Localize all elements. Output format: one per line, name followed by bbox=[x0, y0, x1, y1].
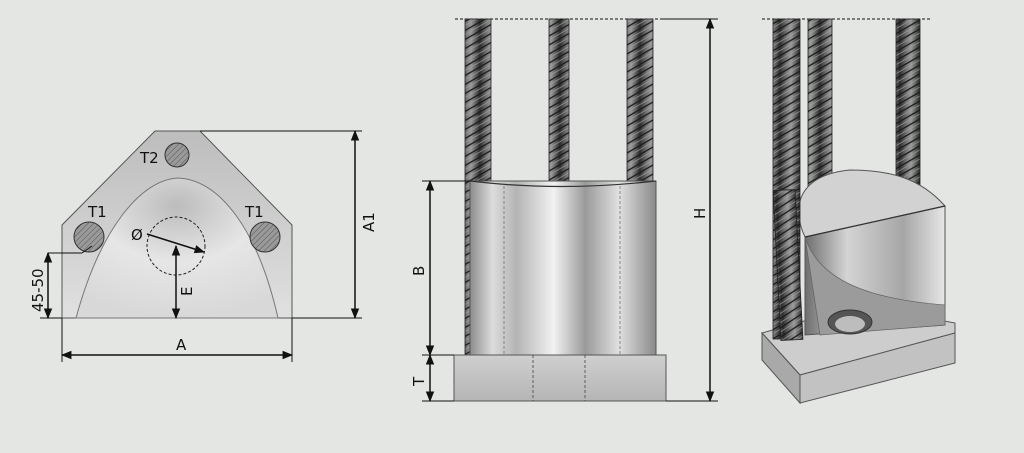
diameter-leader bbox=[146, 233, 206, 254]
label-a1: A1 bbox=[360, 212, 378, 232]
label-t: T bbox=[410, 376, 428, 387]
label-h: H bbox=[691, 208, 709, 219]
iso-view bbox=[761, 18, 956, 405]
cylinder-top-edge bbox=[469, 180, 657, 188]
rebar-t2-section bbox=[164, 142, 190, 168]
label-a: A bbox=[176, 336, 187, 354]
base-block bbox=[453, 354, 667, 402]
label-t1-left: T1 bbox=[87, 203, 107, 221]
top-view: T2 T1 T1 Ø E 45-50 A A1 bbox=[29, 129, 378, 362]
label-t2: T2 bbox=[139, 149, 159, 167]
cylinder-body bbox=[469, 180, 657, 356]
iso-hole-inner bbox=[835, 316, 865, 332]
rebar-t1-right-section bbox=[249, 221, 281, 253]
iso-rebar-front-lower bbox=[772, 189, 804, 341]
label-t1-right: T1 bbox=[244, 203, 264, 221]
iso-base-side bbox=[799, 332, 956, 404]
edge-leader-diag bbox=[81, 245, 93, 254]
iso-housing-top-edge bbox=[804, 205, 946, 238]
side-view: B T H bbox=[410, 17, 718, 403]
rebar-t1-left-section bbox=[73, 221, 105, 253]
label-b: B bbox=[410, 266, 428, 276]
label-edge: 45-50 bbox=[29, 268, 47, 312]
rebar-middle bbox=[548, 18, 570, 182]
iso-rebar-back-right bbox=[895, 18, 921, 198]
iso-rebar-back-left bbox=[807, 18, 833, 200]
label-diameter: Ø bbox=[131, 226, 143, 244]
iso-housing-inner bbox=[804, 236, 946, 336]
label-e: E bbox=[178, 287, 196, 296]
